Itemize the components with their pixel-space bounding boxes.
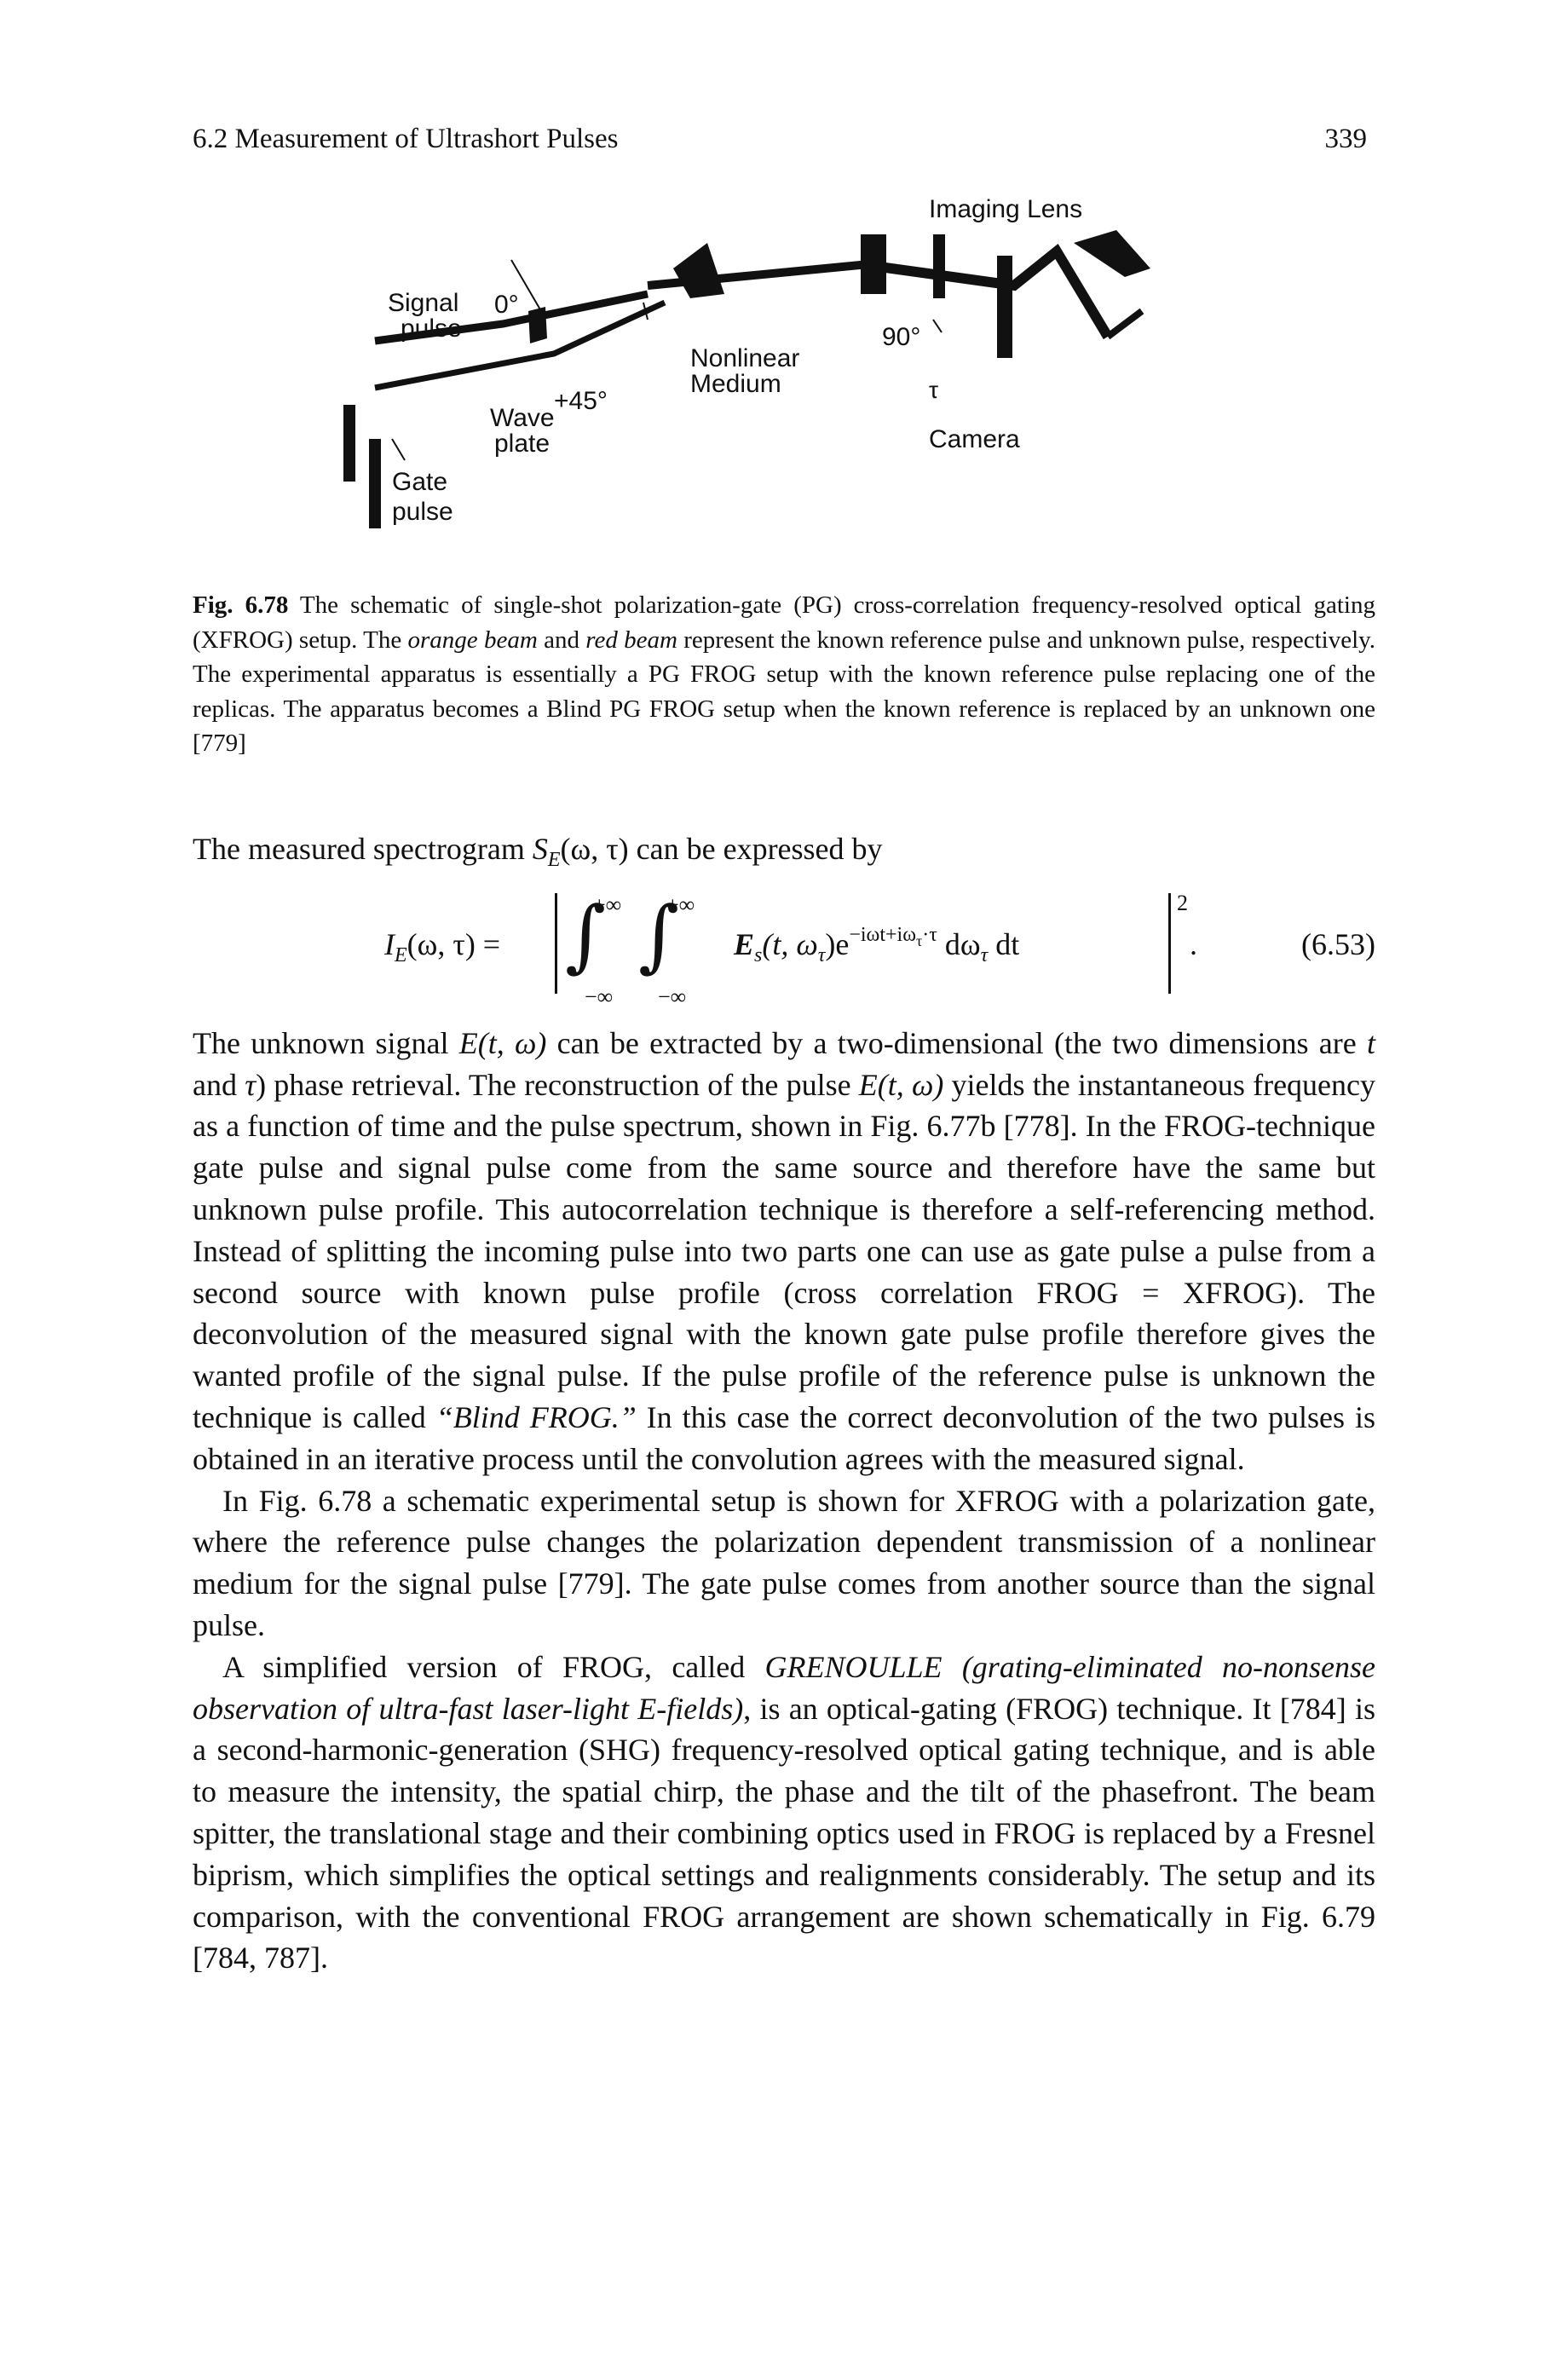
label-angle-0: 0° [494, 291, 519, 319]
camera-body [1074, 230, 1150, 277]
figure-label: Fig. 6.78 [193, 591, 289, 619]
label-tau: τ [929, 377, 938, 403]
imaging-lens [933, 234, 945, 298]
text-run: can be expressed by [628, 832, 883, 866]
label-angle-90: 90° [882, 323, 920, 351]
caption-emphasis: orange beam [407, 626, 538, 654]
label-nonlinear: Nonlinear [690, 344, 799, 372]
lower-limit: −∞ [585, 983, 614, 1009]
camera-tail [1105, 308, 1144, 340]
label-medium: Medium [690, 370, 781, 398]
label-gate-pulse: pulse [392, 498, 453, 526]
body-text: The measured spectrogram SE(ω, τ) can be… [193, 828, 1375, 1979]
paragraph-intro: The measured spectrogram SE(ω, τ) can be… [193, 828, 1375, 874]
upper-limit: +∞ [666, 891, 695, 917]
equation-number: (6.53) [1301, 926, 1375, 961]
polarizer [861, 234, 886, 294]
paragraph-3: A simplified version of FROG, called GRE… [193, 1649, 1375, 1976]
nonlinear-medium [673, 243, 724, 298]
equation-lhs: IE(ω, τ) = [384, 926, 501, 966]
lower-limit: −∞ [658, 983, 687, 1009]
paragraph-2: In Fig. 6.78 a schematic experimental se… [193, 1483, 1375, 1642]
paragraph-1: The unknown signal E(t, ω) can be extrac… [193, 1025, 1376, 1476]
upper-limit: +∞ [593, 891, 622, 917]
caption-text: and [537, 626, 586, 654]
label-wave: Wave [490, 404, 555, 432]
signal-beam [374, 290, 649, 345]
caption-text: The schematic of single-shot polarizatio… [193, 591, 1375, 654]
wave-plate [528, 307, 547, 343]
integral-sign: ∫ [638, 889, 679, 981]
setup-diagram: Imaging Lens Signal pulse 0° Nonlinear M… [343, 195, 1150, 528]
figure-caption: Fig. 6.78 The schematic of single-shot p… [193, 588, 1375, 761]
integral-sign: ∫ [565, 889, 606, 981]
label-angle-45: +45° [554, 387, 608, 415]
power-2: 2 [1177, 890, 1188, 915]
camera-sensor [997, 256, 1012, 358]
math-spectrogram: SE(ω, τ) [532, 832, 629, 871]
label-plate: plate [494, 430, 550, 458]
section-title: 6.2 Measurement of Ultrashort Pulses [193, 124, 619, 154]
label-pulse: pulse [401, 314, 462, 343]
integrand: Es(t, ωτ)e−iωt+iωτ·τ dωτ dt [734, 923, 1020, 966]
label-signal: Signal [388, 289, 458, 317]
caption-emphasis: red beam [585, 626, 677, 654]
label-camera: Camera [929, 425, 1020, 453]
label-gate: Gate [392, 468, 447, 496]
running-head: 6.2 Measurement of Ultrashort Pulses 339 [193, 118, 1367, 160]
equation-period: . [1190, 926, 1197, 961]
equation-6-53: IE(ω, τ) = ∫ +∞ −∞ ∫ +∞ −∞ Es(t, ωτ)e−iω… [193, 881, 1375, 1011]
abs-bar-left [555, 892, 557, 994]
caption-text: represent the known reference pulse and … [193, 626, 1375, 758]
gate-beam-horizontal [374, 299, 666, 391]
page-number: 339 [1324, 124, 1368, 154]
figure-xfrog-setup: Imaging Lens Signal pulse 0° Nonlinear M… [247, 183, 1329, 550]
abs-bar-right [1168, 892, 1171, 994]
label-imaging-lens: Imaging Lens [929, 195, 1082, 223]
text-run: The measured spectrogram [193, 832, 533, 866]
